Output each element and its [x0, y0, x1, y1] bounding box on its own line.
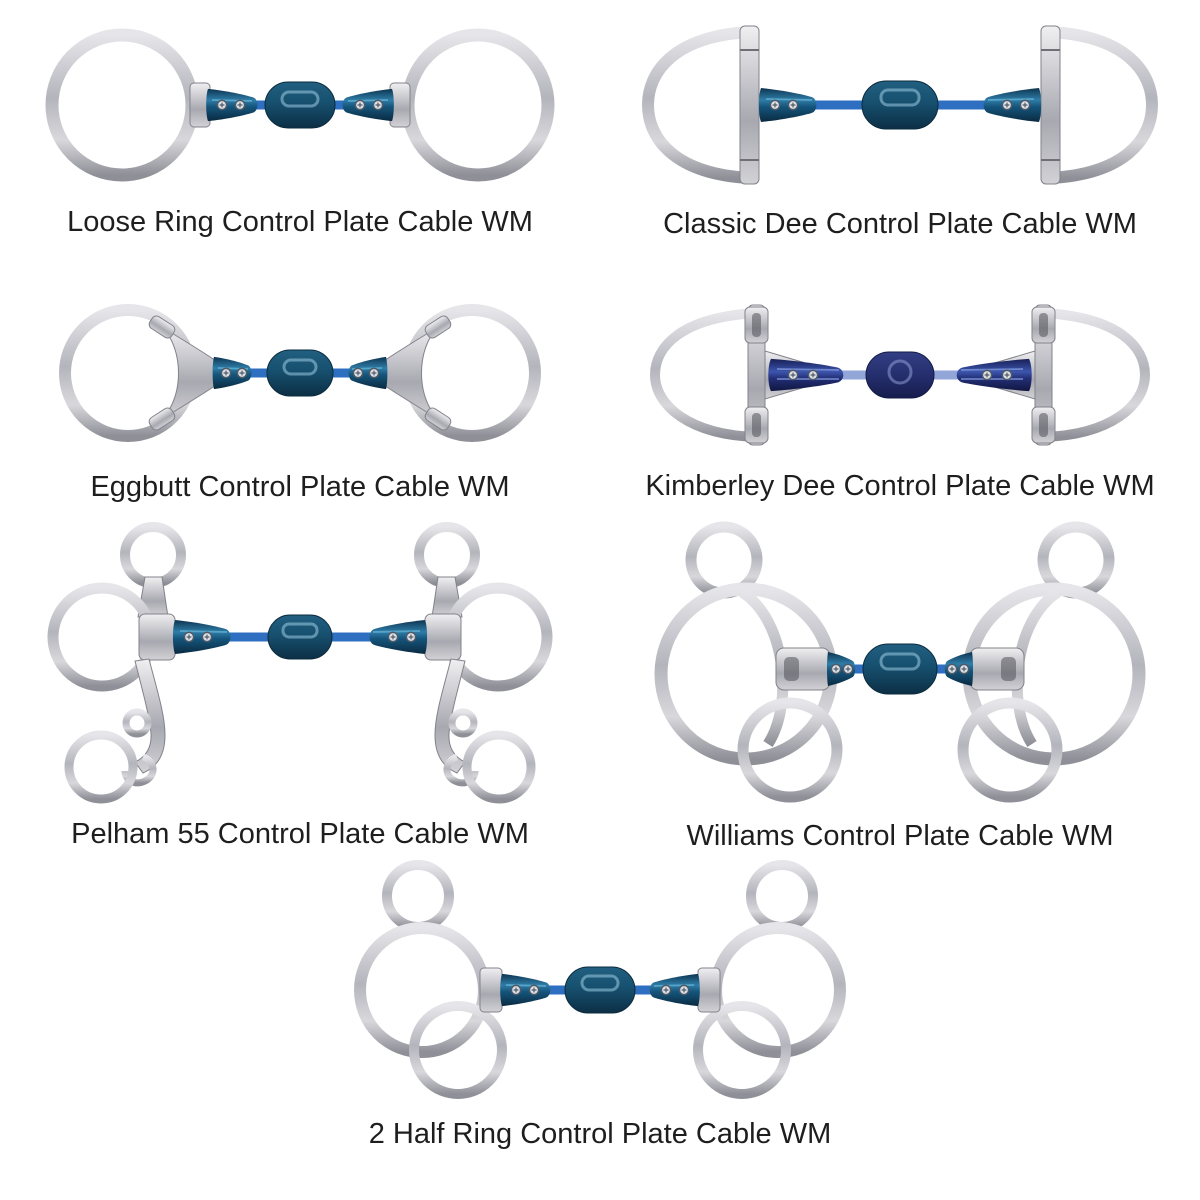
- screw-icon: [234, 99, 246, 111]
- bit-left-half: [47, 522, 274, 804]
- clamp-opening: [784, 657, 799, 681]
- screw-icon: [220, 367, 232, 379]
- cone-highlight: [765, 98, 813, 101]
- product-item-williams: Williams Control Plate Cable WM: [640, 508, 1160, 853]
- hinge-slot: [752, 413, 761, 437]
- product-item-pelham-55: Pelham 55 Control Plate Cable WM: [45, 515, 555, 851]
- product-caption: Loose Ring Control Plate Cable WM: [67, 206, 533, 238]
- screw-icon: [510, 984, 522, 996]
- eggbutt-arm: [161, 326, 217, 420]
- loose-ring-bit-image: [45, 28, 560, 182]
- product-caption: Kimberley Dee Control Plate Cable WM: [645, 470, 1155, 502]
- screw-icon: [787, 369, 799, 381]
- product-caption: 2 Half Ring Control Plate Cable WM: [368, 1118, 832, 1150]
- bit-right-half: [332, 35, 548, 175]
- curb-hook-loop: [122, 708, 152, 738]
- cheek-hub: [138, 613, 176, 661]
- screw-icon: [236, 367, 248, 379]
- williams-bit-image: [654, 508, 1160, 808]
- bit-left-half: [649, 304, 874, 446]
- curb-rein-ring: [64, 730, 138, 804]
- cone-highlight: [179, 630, 228, 633]
- product-caption: Williams Control Plate Cable WM: [686, 820, 1114, 852]
- product-caption: Classic Dee Control Plate Cable WM: [663, 208, 1137, 240]
- classic-dee-bit-image: [641, 10, 1160, 200]
- bottom-rein-ring: [409, 1001, 507, 1099]
- bit-right-half: [331, 527, 547, 799]
- snaffle-ring: [47, 582, 157, 692]
- bit-left-half: [45, 28, 273, 182]
- cone-highlight: [776, 368, 840, 371]
- pelham-55-bit-image: [47, 515, 555, 810]
- control-plate-slot: [580, 974, 620, 992]
- product-item-kimberley-dee: Kimberley Dee Control Plate Cable WM: [645, 287, 1155, 503]
- screw-icon: [216, 99, 228, 111]
- bit-right-half: [632, 865, 840, 1094]
- hinge-barrel: [148, 315, 176, 339]
- control-plate-slot: [879, 88, 921, 107]
- shank: [134, 658, 166, 774]
- bit-left-half: [59, 304, 275, 442]
- kimberley-dee-bit-image: [649, 287, 1155, 462]
- control-plate-slot: [879, 652, 921, 671]
- bit-ring: [45, 28, 199, 182]
- screw-icon: [769, 99, 781, 111]
- bit-right-half: [330, 310, 535, 436]
- screw-icon: [842, 663, 854, 675]
- hinge-slot: [752, 313, 761, 337]
- screw-icon: [807, 369, 819, 381]
- top-rein-ring: [382, 860, 454, 932]
- control-plate: [865, 351, 935, 399]
- top-rein-ring: [120, 522, 186, 588]
- bit-right-half: [931, 305, 1145, 445]
- product-caption: Pelham 55 Control Plate Cable WM: [71, 818, 529, 850]
- screw-icon: [201, 631, 213, 643]
- two-half-ring-bit-image: [354, 856, 860, 1106]
- bit-left-half: [354, 860, 573, 1099]
- bottom-rein-ring: [737, 697, 843, 803]
- bit-left-half: [654, 521, 871, 803]
- product-item-classic-dee: Classic Dee Control Plate Cable WM: [640, 10, 1160, 241]
- cone-highlight: [505, 984, 547, 987]
- control-plate-slot: [282, 358, 318, 376]
- control-plate-slot: [281, 622, 319, 639]
- cone-highlight: [211, 99, 253, 102]
- product-caption: Eggbutt Control Plate Cable WM: [90, 471, 510, 503]
- hinge-barrel: [148, 407, 176, 431]
- screw-icon: [528, 984, 540, 996]
- screw-icon: [787, 99, 799, 111]
- bit-left-half: [641, 25, 873, 185]
- control-plate-logo: [887, 359, 913, 385]
- control-plate-slot: [280, 90, 320, 108]
- product-item-2-half-ring: 2 Half Ring Control Plate Cable WM: [340, 856, 860, 1151]
- product-item-loose-ring: Loose Ring Control Plate Cable WM: [40, 10, 560, 239]
- product-item-eggbutt: Eggbutt Control Plate Cable WM: [50, 283, 550, 504]
- bit-right-half: [934, 527, 1139, 797]
- mouthpiece-cone: [500, 973, 551, 1007]
- bit-dee-ring: [641, 26, 751, 184]
- mouthpiece-cone: [206, 88, 258, 122]
- mouthpiece-cone: [768, 358, 844, 392]
- screw-icon: [830, 663, 842, 675]
- bit-dee-ring: [649, 308, 758, 442]
- eggbutt-bit-image: [59, 304, 550, 442]
- bit-right-half: [932, 26, 1152, 184]
- screw-icon: [183, 631, 195, 643]
- mouthpiece-clamp: [479, 967, 503, 1013]
